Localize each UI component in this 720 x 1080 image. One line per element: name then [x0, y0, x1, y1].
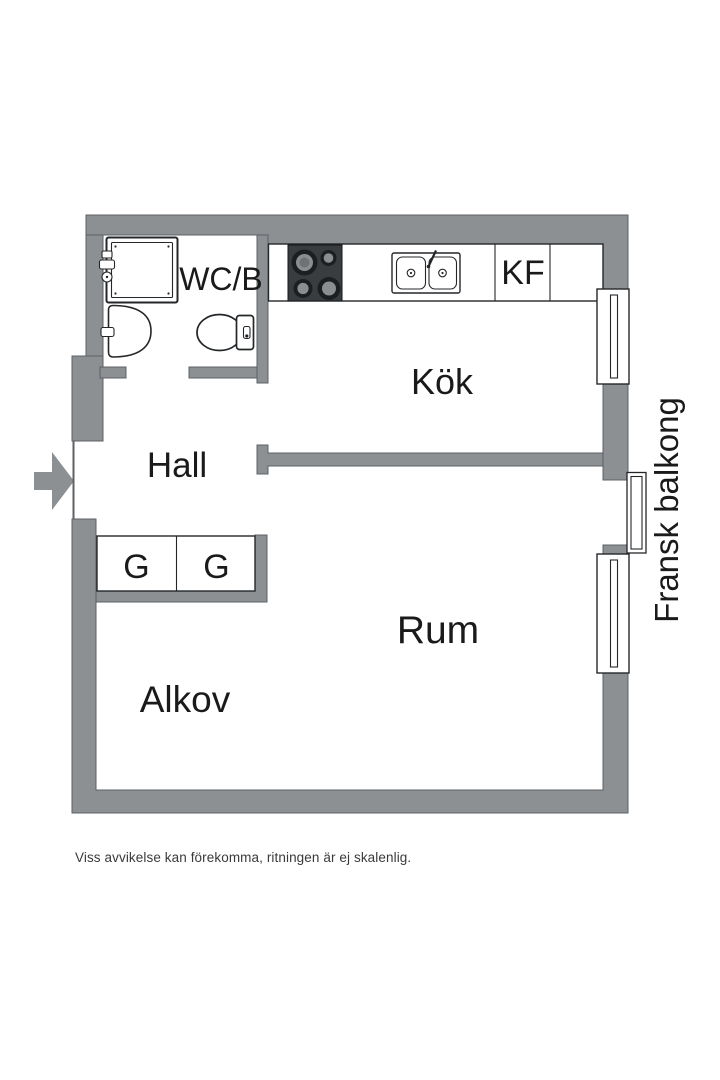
balcony-label: Fransk balkong: [648, 397, 685, 623]
toilet-icon: [196, 313, 255, 352]
cabinet-label-kf: KF: [501, 254, 544, 292]
rum-window-icon: [596, 553, 630, 674]
room-label-alkov: Alkov: [140, 679, 231, 720]
stove-icon: [287, 244, 343, 302]
washbasin-icon: [100, 304, 152, 358]
sink-icon: [391, 250, 461, 294]
wall-left-upper: [85, 234, 104, 357]
wall-bathroom-bottom-right: [188, 366, 258, 379]
french-balcony-door-icon: [626, 471, 647, 554]
shower-icon: [98, 236, 179, 304]
stove-burner-inner: [299, 257, 310, 268]
wall-interior-hall-rum: [256, 444, 604, 475]
room-label-wcb: WC/B: [179, 261, 263, 297]
room-label-hall: Hall: [147, 446, 207, 485]
disclaimer-text: Viss avvikelse kan förekomma, ritningen …: [75, 850, 412, 865]
walls: [34, 214, 629, 814]
wardrobe-label-1: G: [123, 548, 149, 586]
kitchen-window-icon: [596, 288, 630, 385]
room-label-rum: Rum: [397, 609, 479, 652]
room-label-kok: Kök: [411, 361, 474, 402]
wardrobe-label-2: G: [203, 548, 229, 586]
wall-bathroom-bottom-left: [99, 366, 127, 379]
wall-right-mid: [602, 382, 629, 481]
wardrobe-unit: [96, 535, 256, 592]
wall-left-step: [71, 355, 104, 442]
entry-arrow-icon: [34, 452, 74, 510]
wall-bathroom-right: [256, 234, 269, 384]
